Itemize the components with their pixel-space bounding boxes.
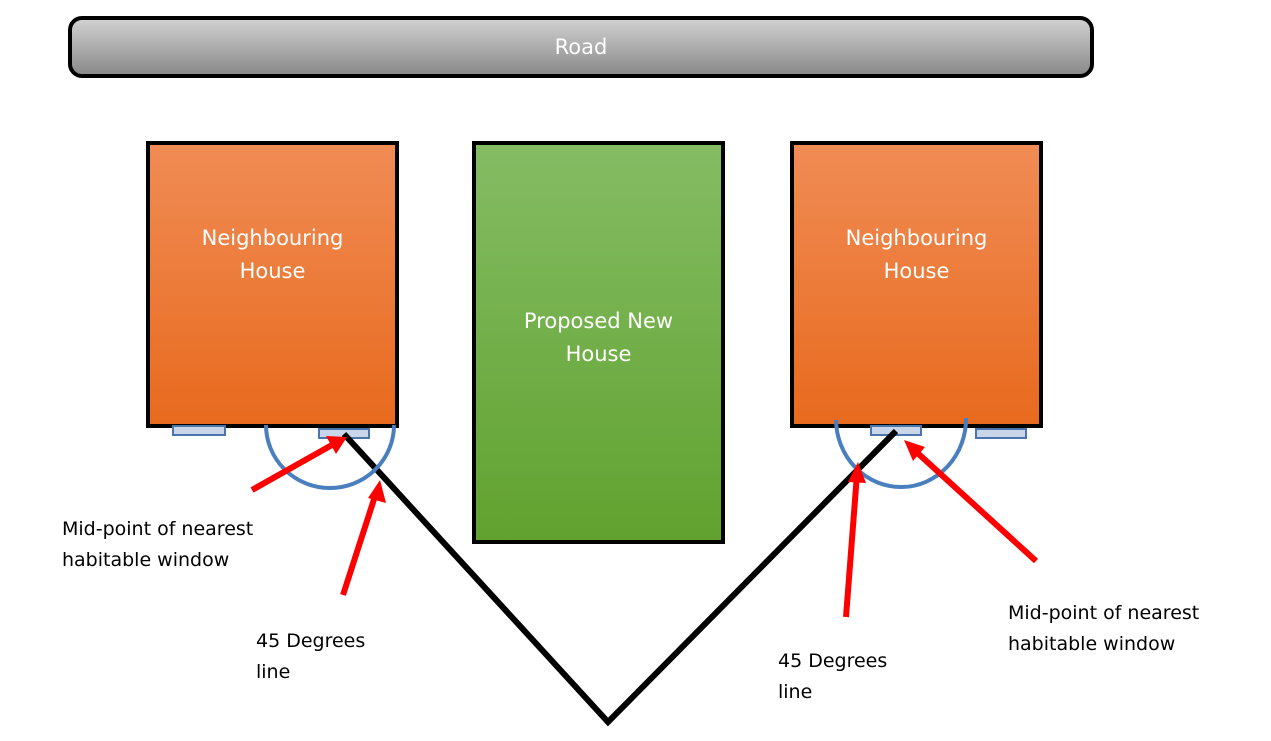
midpoint-label-right: Mid-point of nearest habitable window	[1008, 598, 1199, 660]
neighbouring-house-right: Neighbouring House	[790, 141, 1043, 428]
arrow-head	[326, 436, 347, 454]
house-label: Proposed New House	[524, 305, 673, 370]
arc-left	[264, 424, 396, 490]
road: Road	[68, 16, 1094, 78]
arrow-45-right	[843, 473, 860, 618]
degrees-label-right: 45 Degrees line	[778, 646, 887, 708]
house-label-line2: House	[883, 258, 950, 283]
label-line: Mid-point of nearest	[1008, 602, 1200, 624]
arrow-midpoint-left	[250, 438, 341, 493]
house-label-line2: House	[239, 258, 306, 283]
house-label-line2: House	[565, 341, 632, 366]
arrow-head	[904, 440, 925, 461]
house-label-line1: Neighbouring	[201, 225, 344, 250]
house-label-line1: Neighbouring	[845, 225, 988, 250]
arrow-midpoint-right	[909, 445, 1039, 564]
midpoint-label-left: Mid-point of nearest habitable window	[62, 514, 253, 576]
house-label: Neighbouring House	[846, 222, 988, 287]
arrow-head	[848, 462, 866, 483]
label-line: habitable window	[1008, 633, 1176, 655]
label-line: 45 Degrees	[256, 630, 366, 652]
degrees-label-left: 45 Degrees line	[256, 626, 365, 688]
arrow-45-left	[340, 489, 380, 596]
neighbouring-house-left: Neighbouring House	[146, 141, 399, 428]
label-line: line	[778, 681, 813, 703]
proposed-new-house: Proposed New House	[472, 141, 725, 544]
45-degree-lines	[341, 428, 899, 727]
label-line: line	[256, 661, 291, 683]
label-line: habitable window	[62, 549, 230, 571]
label-line: 45 Degrees	[778, 650, 888, 672]
house-label-line1: Proposed New	[523, 308, 674, 333]
window-left-outer	[172, 425, 226, 436]
arc-right	[834, 417, 969, 490]
window-right-outer	[975, 428, 1027, 439]
house-label: Neighbouring House	[202, 222, 344, 287]
label-line: Mid-point of nearest	[62, 518, 254, 540]
road-label: Road	[554, 35, 608, 59]
arrow-head	[368, 480, 386, 503]
